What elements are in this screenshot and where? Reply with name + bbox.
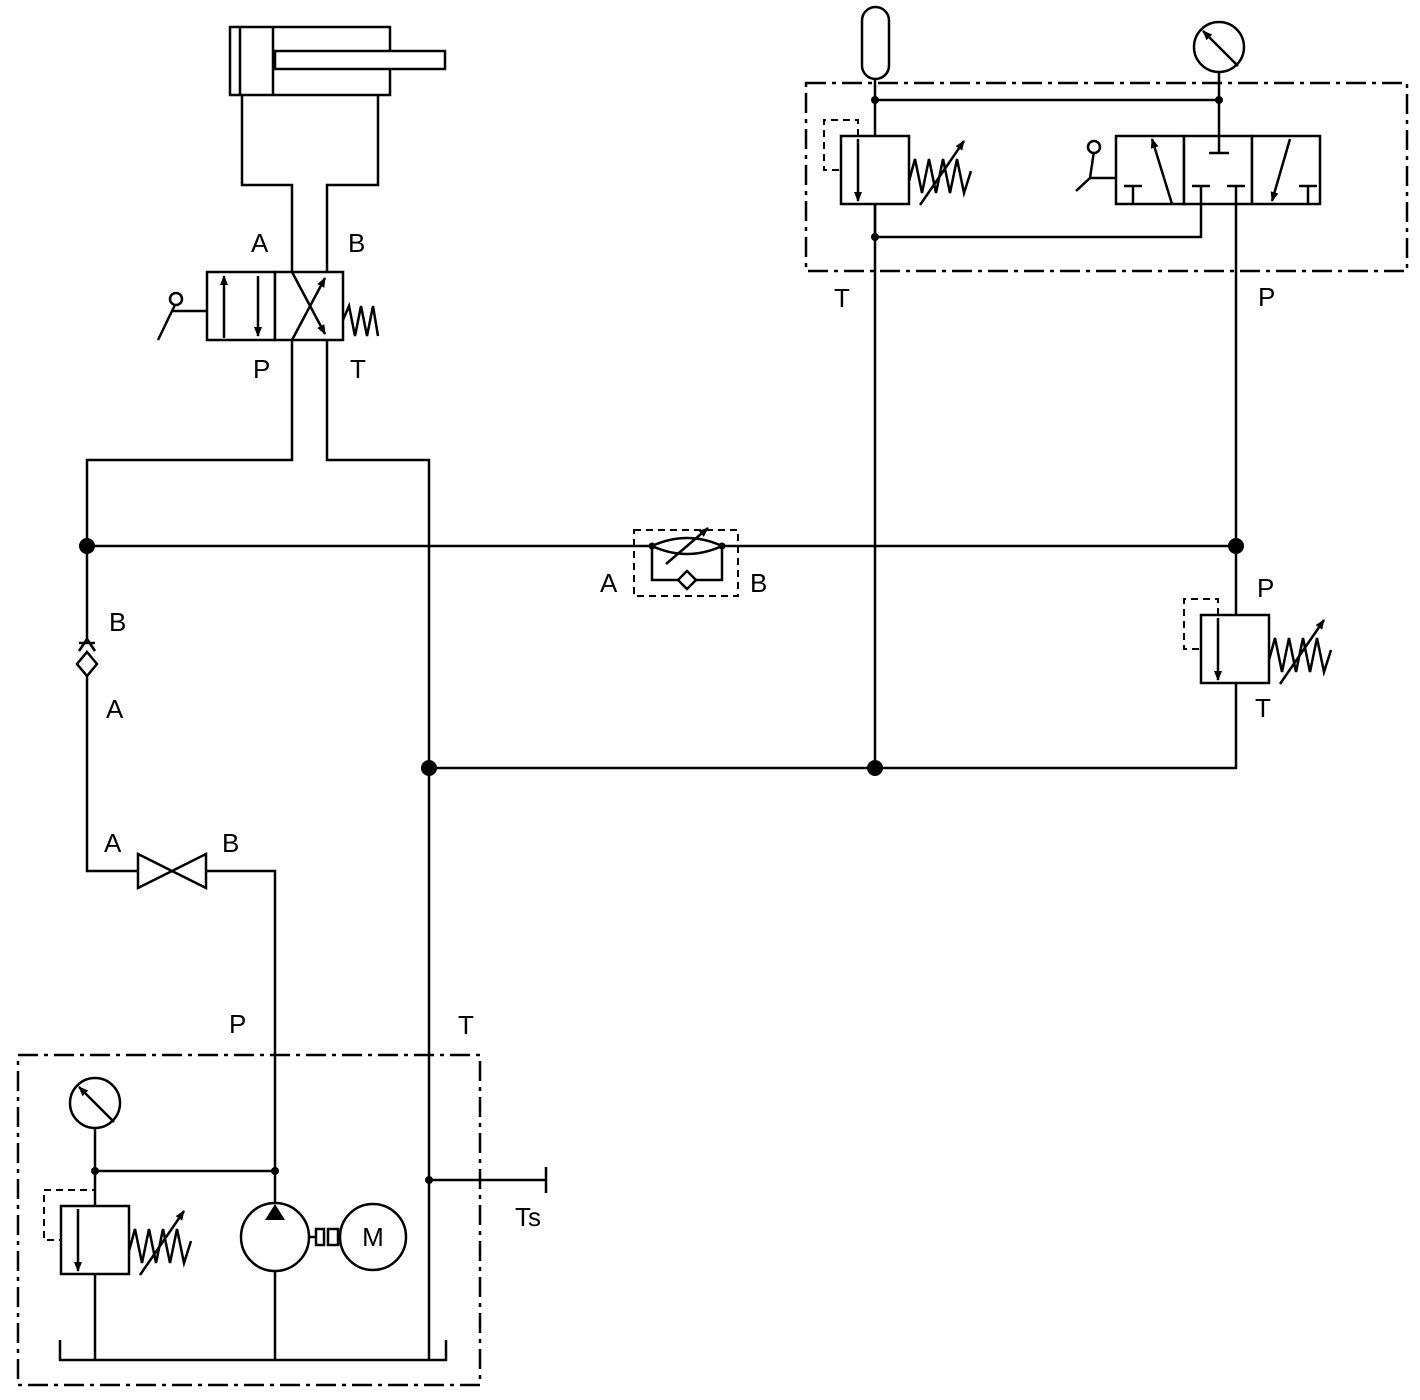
pressure-gauge-top-icon	[1192, 20, 1246, 136]
reservoir-tank	[58, 1340, 448, 1362]
flow-port-b-label: B	[750, 568, 767, 598]
top-connections	[871, 96, 1223, 241]
spring-return-icon	[341, 301, 380, 337]
accumulator-icon	[860, 5, 891, 136]
spring-check-valve	[75, 636, 99, 678]
piston-rod	[273, 49, 447, 71]
cylinder-lines	[240, 95, 380, 272]
lever-actuator-icon	[156, 291, 207, 341]
main-piping	[79, 204, 1244, 1360]
hydraulic-cylinder	[228, 25, 447, 97]
relief-port-p-label: P	[1257, 573, 1274, 603]
unit-port-p-label: P	[229, 1009, 246, 1039]
coupling-icon	[309, 1227, 341, 1247]
needle-port-a-label: A	[104, 828, 122, 858]
check-port-a-label: A	[106, 694, 124, 724]
pressure-relief-valve-right	[1183, 598, 1333, 685]
directional-valve-4-3-top	[1075, 134, 1322, 206]
needle-port-b-label: B	[222, 828, 239, 858]
hydraulic-pump-icon	[239, 1201, 311, 1360]
check-port-b-label: B	[109, 607, 126, 637]
power-unit-border	[16, 1053, 482, 1387]
shutoff-valve	[136, 851, 208, 891]
pressure-relief-valve-top	[823, 119, 973, 206]
drain-line-ts	[425, 1167, 548, 1193]
pressure-relief-valve-unit	[43, 1189, 193, 1360]
top-right-subassembly-border	[804, 81, 1409, 273]
top-port-t-label: T	[834, 283, 850, 313]
drain-ts-label: Ts	[515, 1202, 541, 1232]
electric-motor-icon: M	[338, 1202, 408, 1272]
flow-control-valve-with-check	[633, 527, 739, 597]
unit-connections	[91, 1167, 279, 1175]
top-port-p-label: P	[1258, 282, 1275, 312]
dcv-port-a-label: A	[251, 228, 269, 258]
motor-label: M	[362, 1222, 384, 1252]
pressure-gauge-unit-icon	[68, 1076, 122, 1206]
directional-control-valve-4-2	[156, 270, 380, 342]
relief-port-t-label: T	[1255, 693, 1271, 723]
dcv-port-b-label: B	[348, 228, 365, 258]
lever-actuator-top-icon	[1075, 139, 1116, 192]
unit-port-t-label: T	[458, 1010, 474, 1040]
dcv-port-t-label: T	[350, 354, 366, 384]
flow-port-a-label: A	[600, 568, 618, 598]
dcv-port-p-label: P	[253, 354, 270, 384]
